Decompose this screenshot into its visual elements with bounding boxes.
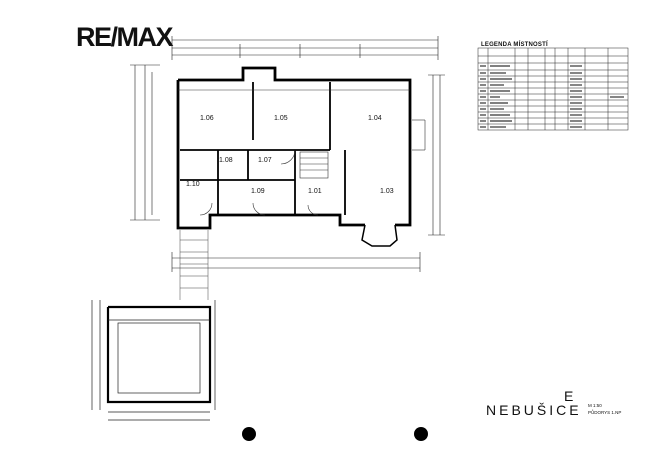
- title-block-mark: E: [564, 388, 574, 404]
- title-block-place: NEBUŠICE: [486, 402, 582, 418]
- binder-hole-right: [414, 427, 428, 441]
- room-label-1-08: 1.08: [219, 157, 233, 164]
- room-label-1-03: 1.03: [380, 188, 394, 195]
- remax-logo: RE/MAX: [76, 22, 174, 52]
- title-block-scale: M 1:50: [588, 403, 602, 408]
- room-label-1-09: 1.09: [251, 188, 265, 195]
- room-label-1-06: 1.06: [200, 115, 214, 122]
- room-label-1-07: 1.07: [258, 157, 272, 164]
- legend-title: LEGENDA MÍSTNOSTÍ: [481, 42, 548, 48]
- room-label-1-01: 1.01: [308, 188, 322, 195]
- room-label-1-04: 1.04: [368, 115, 382, 122]
- title-block-floor: PŮDORYS 1.NP: [588, 410, 622, 415]
- room-label-1-05: 1.05: [274, 115, 288, 122]
- binder-hole-left: [242, 427, 256, 441]
- room-label-1-10: 1.10: [186, 181, 200, 188]
